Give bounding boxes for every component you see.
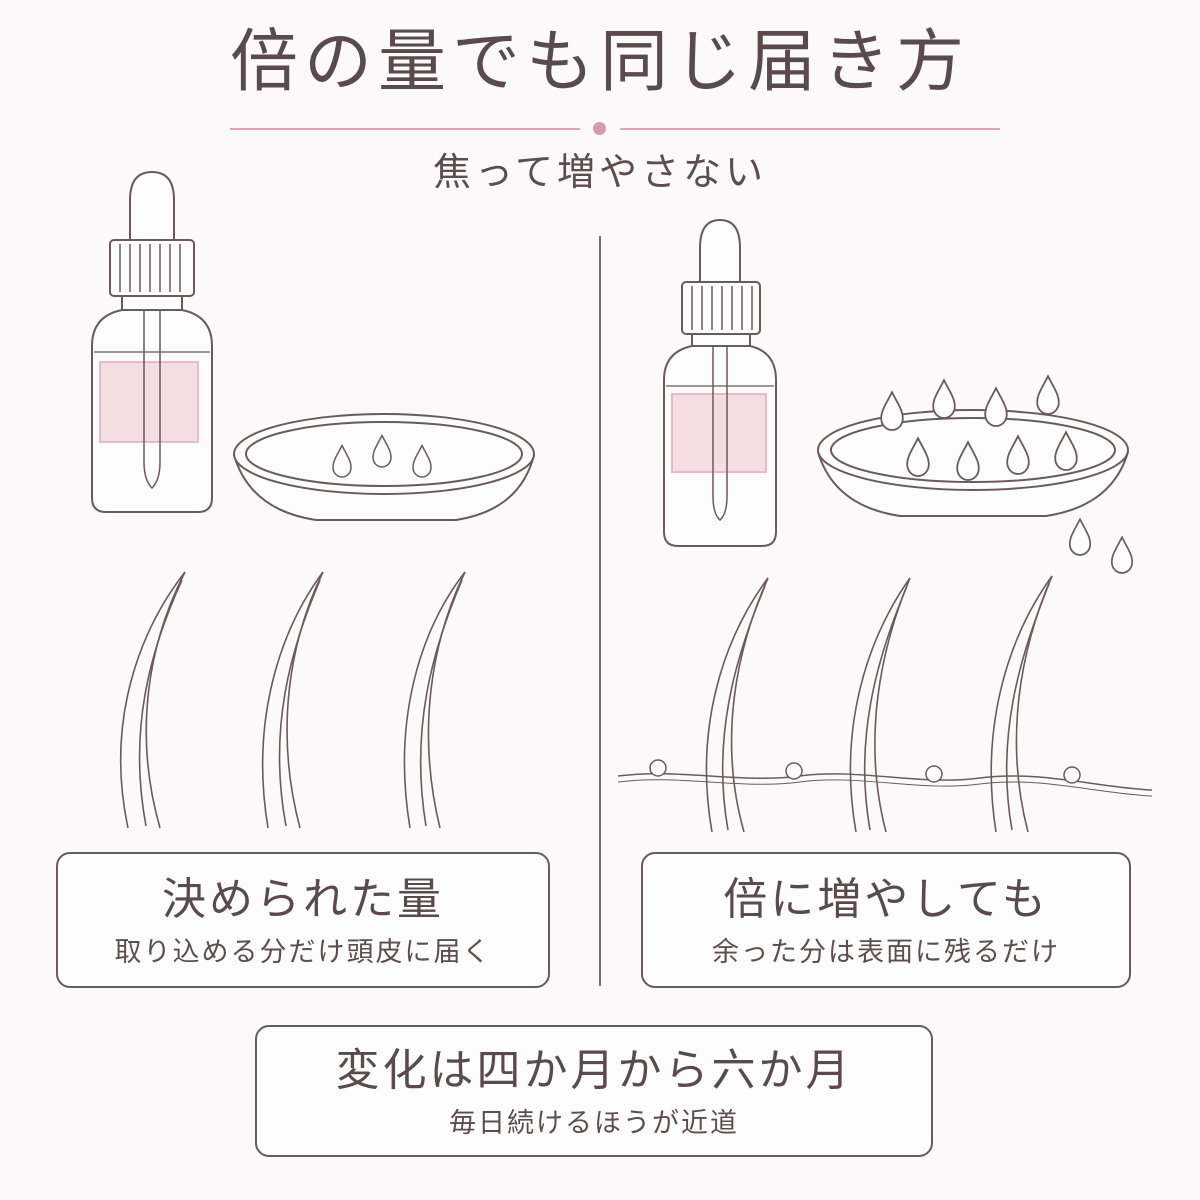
residue-beads: [649, 759, 1081, 784]
caption-card-standard: 決められた量 取り込める分だけ頭皮に届く: [56, 852, 550, 988]
dropper-bottle-icon-left: [91, 170, 213, 513]
caption-text-double: 余った分は表面に残るだけ: [712, 936, 1060, 968]
caption-heading-double: 倍に増やしても: [723, 874, 1049, 925]
page-title: 倍の量でも同じ届き方: [229, 23, 970, 102]
page-subtitle: 焦って増やさない: [432, 150, 768, 194]
summary-heading: 変化は四か月から六か月: [335, 1045, 853, 1096]
hair-strands-right: [705, 575, 1053, 833]
caption-card-double: 倍に増やしても 余った分は表面に残るだけ: [641, 852, 1131, 988]
summary-card: 変化は四か月から六か月 毎日続けるほうが近道: [255, 1025, 933, 1157]
caption-heading-standard: 決められた量: [162, 874, 444, 925]
title-rule-right: [620, 128, 1000, 130]
dropper-bottle-icon-right: [663, 218, 777, 547]
caption-text-standard: 取り込める分だけ頭皮に届く: [114, 936, 492, 968]
title-rule-dot: [593, 122, 606, 135]
summary-text: 毎日続けるほうが近道: [449, 1107, 739, 1139]
hair-strands-left: [119, 571, 466, 829]
center-divider: [599, 236, 601, 986]
title-rule-left: [230, 128, 580, 130]
